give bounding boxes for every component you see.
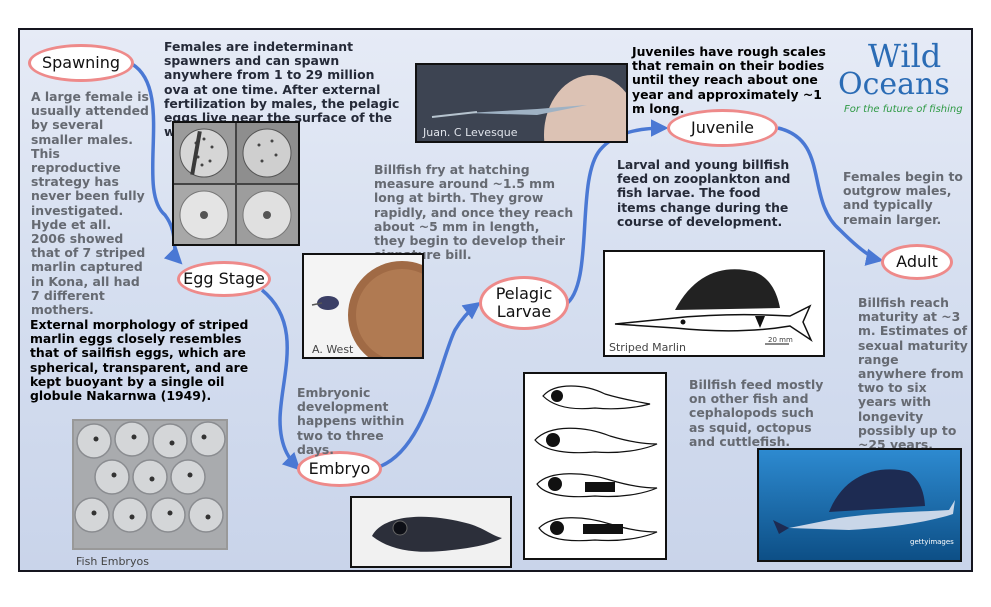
- text-females-outgrow: Females begin to outgrow males, and typi…: [843, 169, 963, 227]
- fish-embryos-photo: [72, 419, 228, 550]
- egg-photo-grid: [172, 121, 300, 246]
- caption-scale-bar: 20 mm: [768, 336, 793, 344]
- logo-tagline: For the future of fishing: [844, 104, 963, 115]
- arrow-pelagic-to-juvenile: [563, 119, 669, 307]
- stage-embryo: Embryo: [297, 451, 382, 487]
- juvenile-fingertip-photo: [415, 63, 628, 143]
- stage-juvenile: Juvenile: [667, 109, 778, 147]
- larval-stages-drawing: [523, 372, 667, 560]
- penny-fry-photo: [302, 253, 424, 359]
- caption-fish-embryos: Fish Embryos: [76, 555, 149, 568]
- arrow-egg-to-embryo: [260, 288, 301, 471]
- caption-juan: Juan. C Levesque: [423, 126, 518, 139]
- text-fry-growth: Billfish fry at hatching measure around …: [374, 162, 574, 263]
- logo-oceans: Oceans: [838, 67, 950, 102]
- stage-pelagic-larvae: Pelagic Larvae: [479, 276, 569, 330]
- text-female-attended: A large female is usually attended by se…: [31, 89, 149, 318]
- sailfish-photo: [757, 448, 962, 562]
- text-larval-feeding: Larval and young billfish feed on zoopla…: [617, 157, 791, 229]
- text-billfish-feed: Billfish feed mostly on other fish and c…: [689, 377, 824, 449]
- text-embryonic-development: Embryonic development happens within two…: [297, 385, 405, 457]
- stage-adult: Adult: [881, 244, 953, 280]
- logo-wild: Wild: [868, 37, 942, 75]
- stage-spawning: Spawning: [28, 44, 134, 82]
- embryo-photo: [350, 496, 512, 568]
- text-egg-morphology: External morphology of striped marlin eg…: [30, 317, 249, 404]
- caption-getty: gettyimages: [910, 538, 954, 546]
- caption-west: A. West: [312, 343, 354, 356]
- text-maturity: Billfish reach maturity at ~3 m. Estimat…: [858, 295, 968, 453]
- striped-marlin-drawing: [603, 250, 825, 357]
- text-spawners: Females are indeterminant spawners and c…: [164, 39, 400, 138]
- arrow-embryo-to-pelagic: [374, 301, 481, 470]
- caption-striped-marlin: Striped Marlin: [609, 341, 686, 354]
- arrow-juvenile-to-adult: [777, 126, 884, 266]
- wild-oceans-logo: Wild Oceans For the future of fishing: [838, 40, 968, 130]
- stage-egg: Egg Stage: [177, 261, 271, 297]
- text-juvenile-scales: Juveniles have rough scales that remain …: [632, 44, 826, 116]
